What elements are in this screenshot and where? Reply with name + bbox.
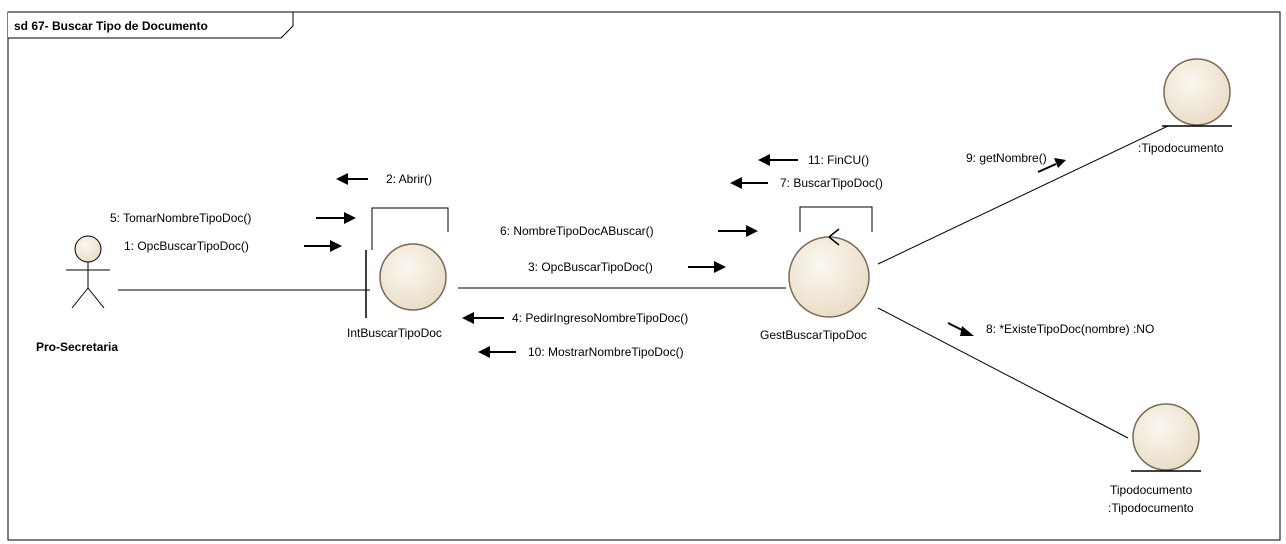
control-label: GestBuscarTipoDoc (760, 328, 867, 342)
arrow-9-diagonal (1037, 158, 1066, 173)
boundary-object (365, 207, 449, 318)
message-11: 11: FinCU() (808, 153, 869, 167)
message-2: 2: Abrir() (386, 172, 432, 186)
message-3: 3: OpcBuscarTipoDoc() (528, 260, 653, 274)
arrow-5-right (316, 212, 356, 224)
frame-title-tab (8, 11, 294, 39)
arrow-11-left (758, 154, 798, 166)
actor-pro-secretaria (66, 235, 110, 309)
diagram-frame (7, 11, 1281, 541)
message-6: 6: NombreTipoDocABuscar() (500, 224, 654, 238)
actor-label: Pro-Secretaria (36, 340, 118, 354)
message-10: 10: MostrarNombreTipoDoc() (528, 345, 684, 359)
entity-object-top (1162, 58, 1232, 127)
arrow-10-left (478, 346, 516, 358)
message-8: 8: *ExisteTipoDoc(nombre) :NO (986, 322, 1154, 336)
arrow-2-left (336, 173, 368, 185)
message-5: 5: TomarNombreTipoDoc() (110, 211, 251, 225)
arrow-7-left (730, 177, 768, 189)
arrow-8-diagonal (947, 322, 974, 336)
entity-object-bottom (1131, 403, 1201, 472)
frame-title: sd 67- Buscar Tipo de Documento (14, 19, 208, 33)
actor-head (74, 235, 102, 263)
message-1: 1: OpcBuscarTipoDoc() (124, 239, 249, 253)
arrow-4-left (462, 312, 504, 324)
message-4: 4: PedirIngresoNombreTipoDoc() (512, 311, 688, 325)
message-9: 9: getNombre() (966, 151, 1047, 165)
entity-top-label: :Tipodocumento (1138, 141, 1224, 155)
message-7: 7: BuscarTipoDoc() (780, 176, 883, 190)
link-control-entity-top (877, 125, 1169, 265)
entity-bottom-label-1: Tipodocumento (1110, 483, 1193, 497)
link-control-entity-bottom (877, 307, 1129, 439)
boundary-label: IntBuscarTipoDoc (347, 326, 442, 340)
arrow-1-right (304, 240, 342, 252)
arrow-6-right (718, 225, 758, 237)
entity-bottom-label-2: :Tipodocumento (1108, 501, 1194, 515)
control-object (788, 206, 873, 318)
arrow-3-right (688, 261, 726, 273)
